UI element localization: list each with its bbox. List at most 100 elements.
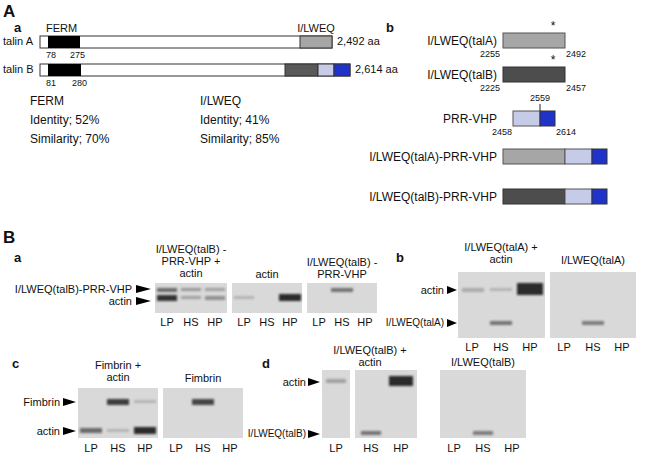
lane-label: HP <box>222 442 237 455</box>
gel-header: I/LWEQ(talA) <box>561 254 625 267</box>
lane-label: LP <box>237 316 250 329</box>
construct-prr <box>565 149 592 164</box>
panel-letter: A <box>3 2 15 21</box>
lane-label: LP <box>169 442 182 455</box>
band-label: actin <box>421 284 444 297</box>
lane-label: LP <box>84 442 97 455</box>
site-tick <box>540 104 541 111</box>
construct-name: I/LWEQ(talA)-PRR-VHP <box>369 150 497 164</box>
residue-number: 2457 <box>566 83 586 94</box>
lane-label: HS <box>259 316 274 329</box>
protein-band <box>205 288 225 291</box>
panel-letter: c <box>12 356 19 371</box>
construct-name: I/LWEQ(talB) <box>427 68 497 82</box>
band-label: I/LWEQ(talB)-PRR-VHP <box>15 283 132 296</box>
protein-band <box>134 427 156 434</box>
gel-header: I/LWEQ(talB) <box>451 356 515 369</box>
gel-image <box>307 283 377 313</box>
band-label: actin <box>109 295 132 308</box>
protein-band <box>107 399 129 405</box>
lane-label: HP <box>137 442 152 455</box>
construct-name: I/LWEQ(talA) <box>427 34 497 48</box>
lane-label: LP <box>329 442 342 455</box>
band-arrowhead <box>136 297 151 305</box>
domain-label: I/LWEQ <box>200 94 241 108</box>
lane-label: HS <box>585 341 600 354</box>
domain-label: FERM <box>30 94 64 108</box>
residue-number: 2614 <box>556 127 576 138</box>
protein-band <box>490 288 512 291</box>
domain-label: FERM <box>46 22 77 35</box>
gel-image <box>322 370 350 438</box>
residue-number: 275 <box>70 50 85 61</box>
lane-label: HS <box>475 442 490 455</box>
band-arrowhead <box>447 286 457 294</box>
domain-label: I/LWEQ <box>297 22 335 35</box>
gel-image <box>440 370 526 438</box>
protein-band <box>205 296 225 300</box>
similarity-value: Similarity; 85% <box>200 132 279 146</box>
protein-band <box>134 400 156 403</box>
protein-length: 2,492 aa <box>337 35 380 48</box>
construct-vhp <box>540 111 555 126</box>
lane-label: HP <box>282 316 297 329</box>
construct-ilweq <box>503 67 565 82</box>
band-label: Fimbrin <box>23 396 60 409</box>
protein-band <box>326 379 346 383</box>
band-label: actin <box>37 425 60 438</box>
construct-prr <box>565 189 592 204</box>
panel-letter: b <box>386 20 394 35</box>
protein-name: talin B <box>3 63 34 76</box>
gel-header: actin <box>255 268 278 281</box>
gel-header: I/LWEQ(talA) + actin <box>463 241 539 265</box>
construct-prr <box>513 111 540 126</box>
ilweq-domain <box>285 64 318 76</box>
protein-band <box>234 296 254 299</box>
protein-band <box>361 431 381 435</box>
gel-image <box>78 388 158 438</box>
lane-label: HS <box>110 442 125 455</box>
gel-header: I/LWEQ(talB) -PRR-VHP <box>305 256 379 280</box>
lane-label: HP <box>393 442 408 455</box>
protein-band <box>181 296 201 299</box>
lane-label: HS <box>363 442 378 455</box>
lane-label: HP <box>522 341 537 354</box>
gel-header: I/LWEQ(talB) -PRR-VHP + actin <box>154 243 228 279</box>
band-arrowhead <box>308 430 320 438</box>
identity-value: Identity; 52% <box>30 113 99 127</box>
gel-header: I/LWEQ(talB) + actin <box>332 344 408 368</box>
protein-band <box>462 288 484 292</box>
vhp-domain <box>334 64 350 76</box>
residue-number: 78 <box>46 50 56 61</box>
protein-length: 2,614 aa <box>355 63 398 76</box>
protein-band <box>389 376 413 386</box>
protein-band <box>157 295 177 301</box>
panel-letter: d <box>262 356 270 371</box>
band-arrowhead <box>308 378 320 386</box>
residue-number: 2492 <box>566 49 586 60</box>
band-arrowhead <box>136 285 151 293</box>
gel-header: Fimbrin + actin <box>93 359 143 383</box>
band-arrowhead <box>63 427 76 435</box>
gel-image <box>232 283 302 313</box>
protein-band <box>157 288 177 292</box>
protein-band <box>181 288 201 291</box>
talin-bar <box>40 64 350 76</box>
band-arrowhead <box>63 398 76 406</box>
protein-band <box>490 321 512 325</box>
ferm-domain <box>48 36 80 48</box>
lane-label: HP <box>357 316 372 329</box>
band-label: actin <box>283 376 306 389</box>
construct-vhp <box>592 189 607 204</box>
protein-band <box>192 399 214 405</box>
asterisk-mark: * <box>551 53 556 67</box>
construct-name: I/LWEQ(talB)-PRR-VHP <box>369 190 497 204</box>
residue-number: 2255 <box>480 49 500 60</box>
panel-letter: a <box>14 250 21 265</box>
protein-band <box>279 294 301 301</box>
lane-label: LP <box>447 442 460 455</box>
gel-header: Fimbrin <box>185 372 222 385</box>
construct-ilweq <box>503 189 565 204</box>
